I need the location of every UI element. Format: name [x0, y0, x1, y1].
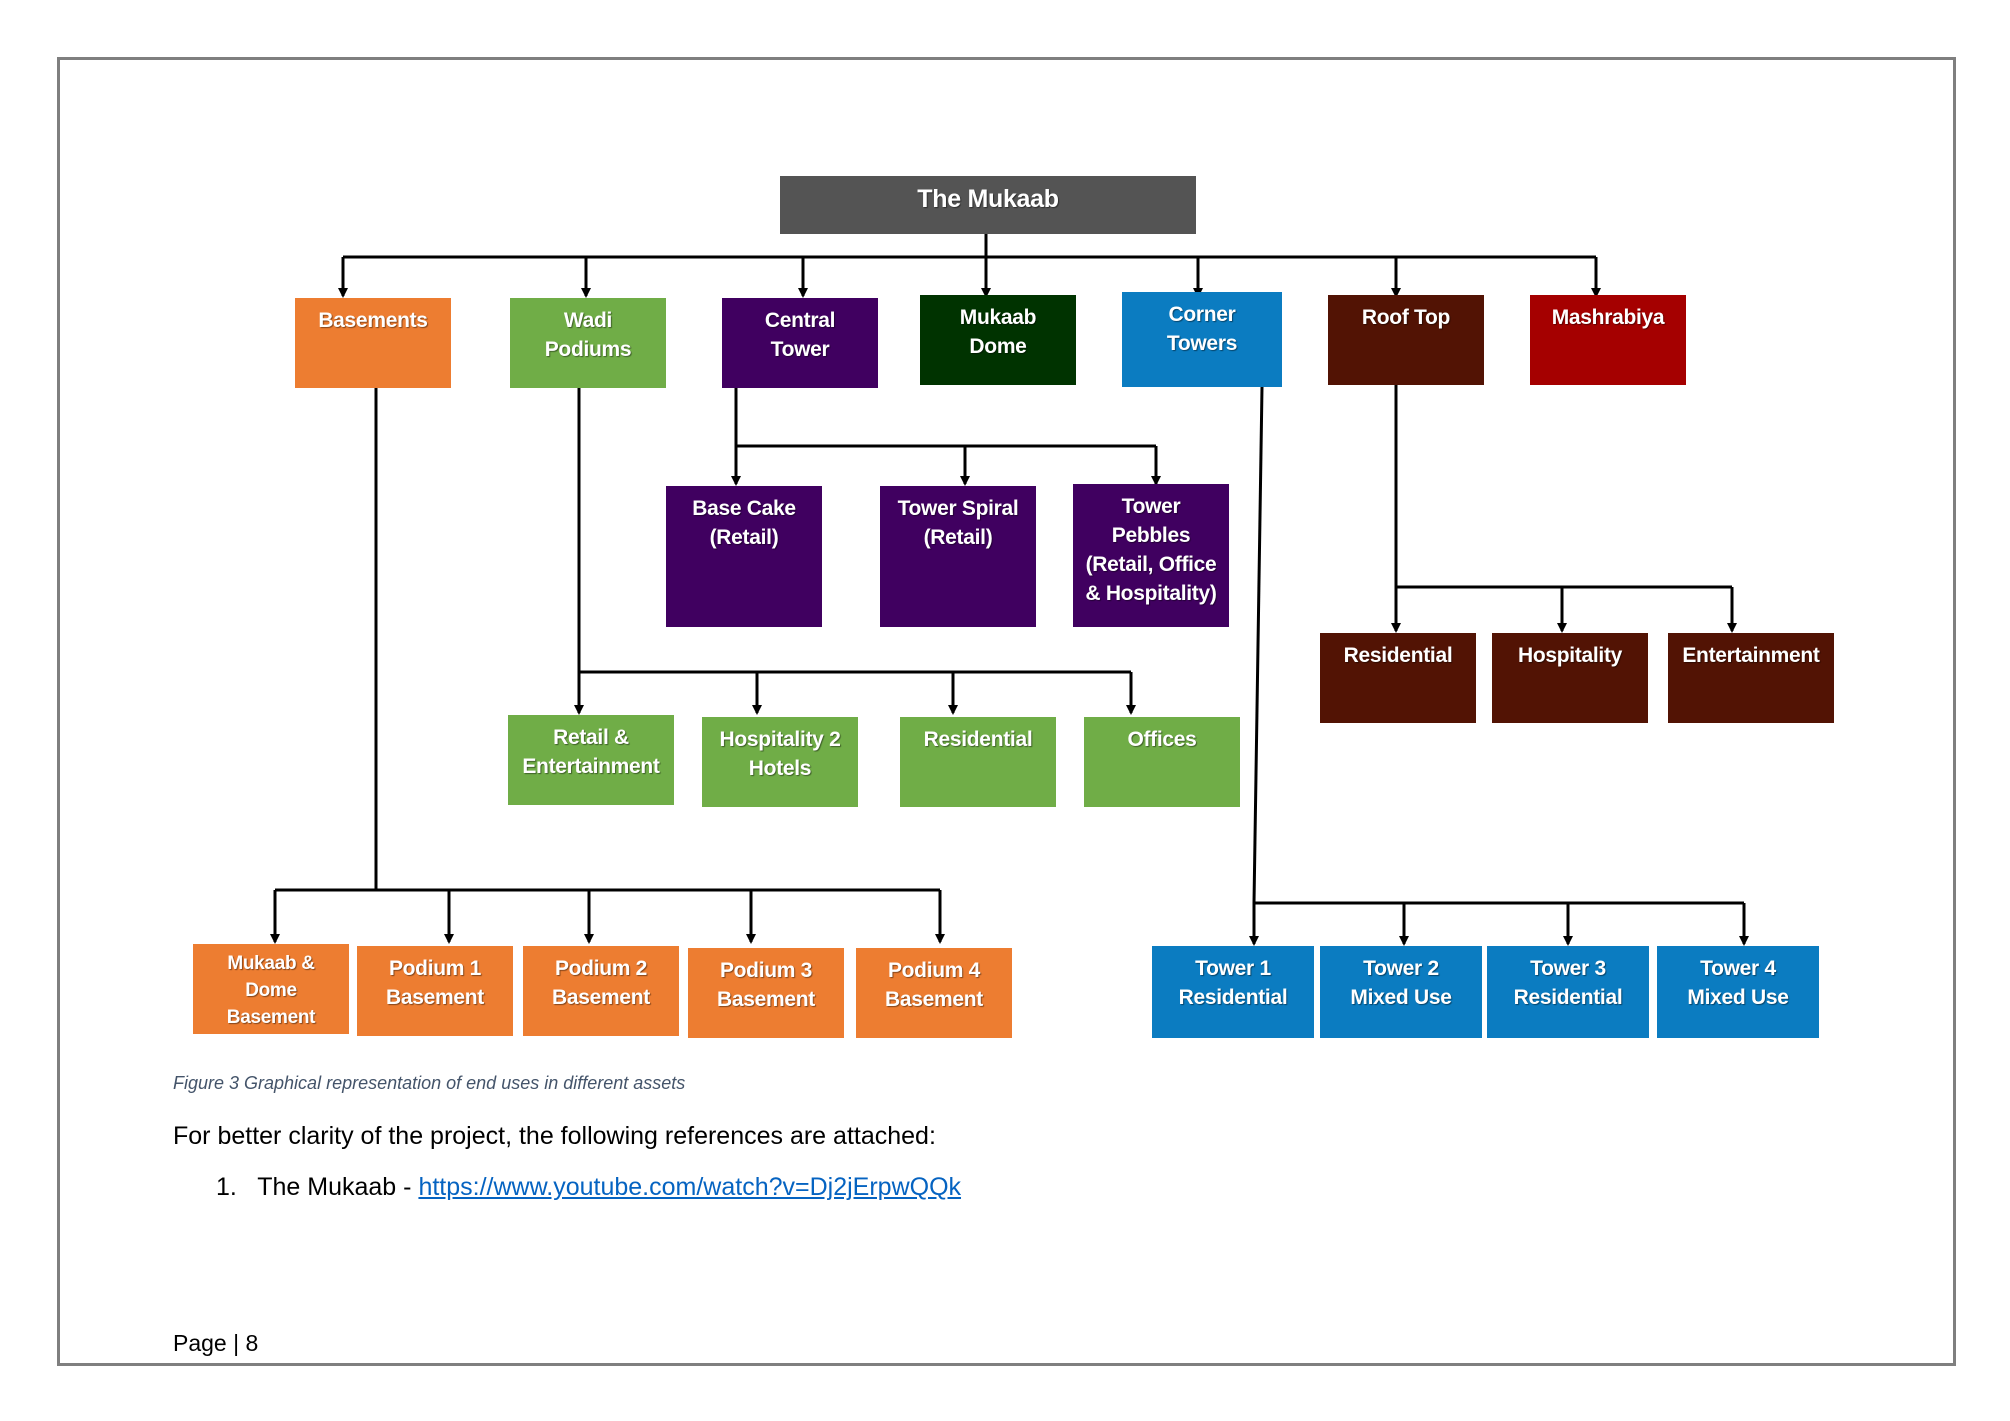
node-b-p3: Podium 3 Basement	[688, 948, 844, 1038]
node-t3: Tower 3 Residential	[1487, 946, 1649, 1038]
node-basements: Basements	[295, 298, 451, 388]
node-b-p2: Podium 2 Basement	[523, 946, 679, 1036]
reference-item: 1. The Mukaab - https://www.youtube.com/…	[216, 1173, 961, 1202]
node-rt-hosp: Hospitality	[1492, 633, 1648, 723]
node-wp-hosp: Hospitality 2 Hotels	[702, 717, 858, 807]
node-central: Central Tower	[722, 298, 878, 388]
node-wp-res: Residential	[900, 717, 1056, 807]
node-dome: Mukaab Dome	[920, 295, 1076, 385]
footer-label: Page	[173, 1330, 227, 1356]
node-wadi: Wadi Podiums	[510, 298, 666, 388]
node-t2: Tower 2 Mixed Use	[1320, 946, 1482, 1038]
reference-link[interactable]: https://www.youtube.com/watch?v=Dj2jErpw…	[418, 1173, 962, 1201]
page-footer: Page | 8	[173, 1330, 258, 1357]
node-basecake: Base Cake (Retail)	[666, 486, 822, 627]
node-rooftop: Roof Top	[1328, 295, 1484, 385]
node-b-p1: Podium 1 Basement	[357, 946, 513, 1036]
figure-caption: Figure 3 Graphical representation of end…	[173, 1073, 686, 1093]
node-b-dome: Mukaab & Dome Basement	[193, 944, 349, 1034]
body-paragraph: For better clarity of the project, the f…	[173, 1122, 936, 1150]
page-border	[57, 57, 1956, 1366]
node-pebbles: Tower Pebbles (Retail, Office & Hospital…	[1073, 484, 1229, 627]
node-spiral: Tower Spiral (Retail)	[880, 486, 1036, 627]
node-t1: Tower 1 Residential	[1152, 946, 1314, 1038]
node-rt-res: Residential	[1320, 633, 1476, 723]
node-b-p4: Podium 4 Basement	[856, 948, 1012, 1038]
node-mashrabiya: Mashrabiya	[1530, 295, 1686, 385]
node-rt-ent: Entertainment	[1668, 633, 1834, 723]
footer-page-number: 8	[245, 1330, 259, 1356]
connector-stem-corner	[1252, 386, 1264, 904]
node-root: The Mukaab	[780, 176, 1196, 234]
node-wp-retail: Retail & Entertainment	[508, 715, 674, 805]
footer-separator: |	[233, 1330, 240, 1356]
node-corner: Corner Towers	[1122, 292, 1282, 387]
node-wp-off: Offices	[1084, 717, 1240, 807]
reference-text: The Mukaab -	[257, 1173, 419, 1201]
node-t4: Tower 4 Mixed Use	[1657, 946, 1819, 1038]
reference-number: 1.	[216, 1173, 237, 1201]
